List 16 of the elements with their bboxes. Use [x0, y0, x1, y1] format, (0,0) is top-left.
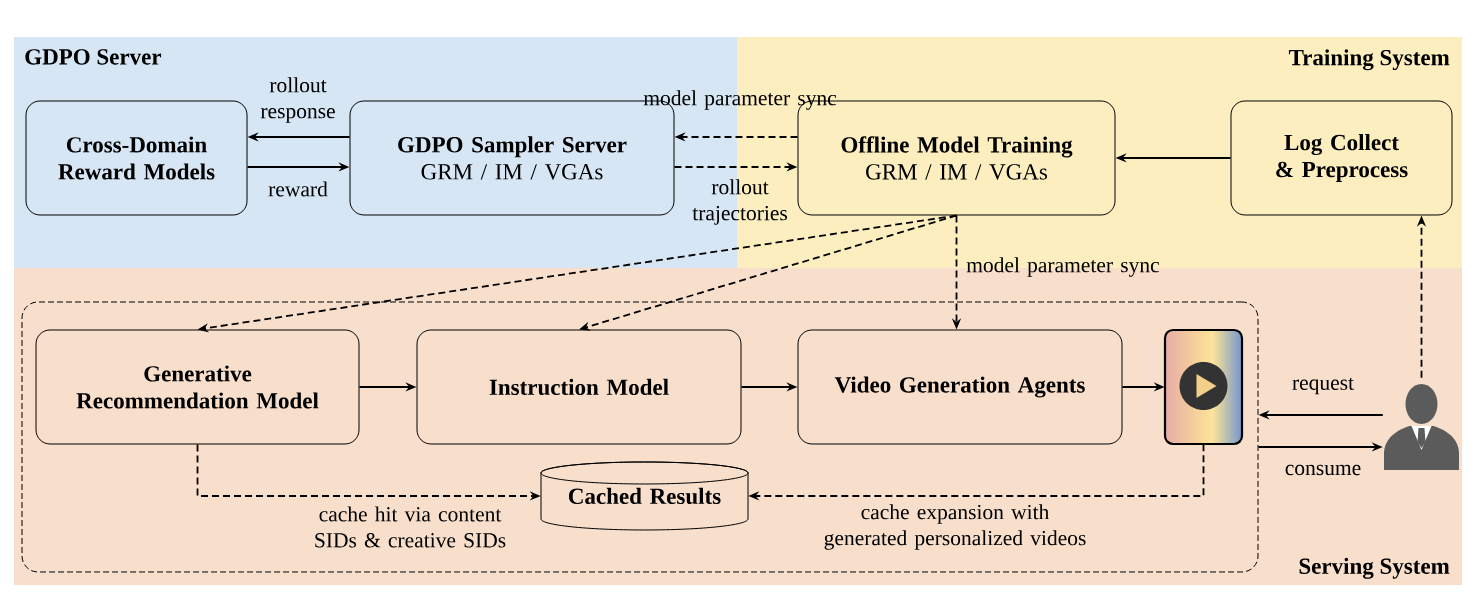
- process-box: Log Collect & Preprocess: [1230, 100, 1453, 216]
- edge-label: request: [1292, 377, 1354, 395]
- dashed-container: [21, 301, 1259, 573]
- edge-label: reward: [268, 181, 328, 197]
- process-box: Generative Recommendation Model: [35, 329, 360, 445]
- edge-label: cache hit via content SIDs & creative SIDs: [315, 506, 506, 548]
- edge-label: rollout trajectories: [692, 179, 787, 225]
- person-icon: [1384, 384, 1459, 470]
- edge-label: rollout response: [260, 77, 335, 123]
- process-box: Video Generation Agents: [797, 329, 1123, 445]
- database-cylinder: Cached Results: [540, 461, 749, 531]
- edge-label: consume: [1285, 464, 1361, 476]
- process-box: Instruction Model: [416, 329, 742, 445]
- edge-label: cache expansion with generated personalized videos: [824, 504, 1086, 550]
- video-tile: [1163, 328, 1244, 446]
- process-box: Cross-Domain Reward Models: [25, 100, 248, 216]
